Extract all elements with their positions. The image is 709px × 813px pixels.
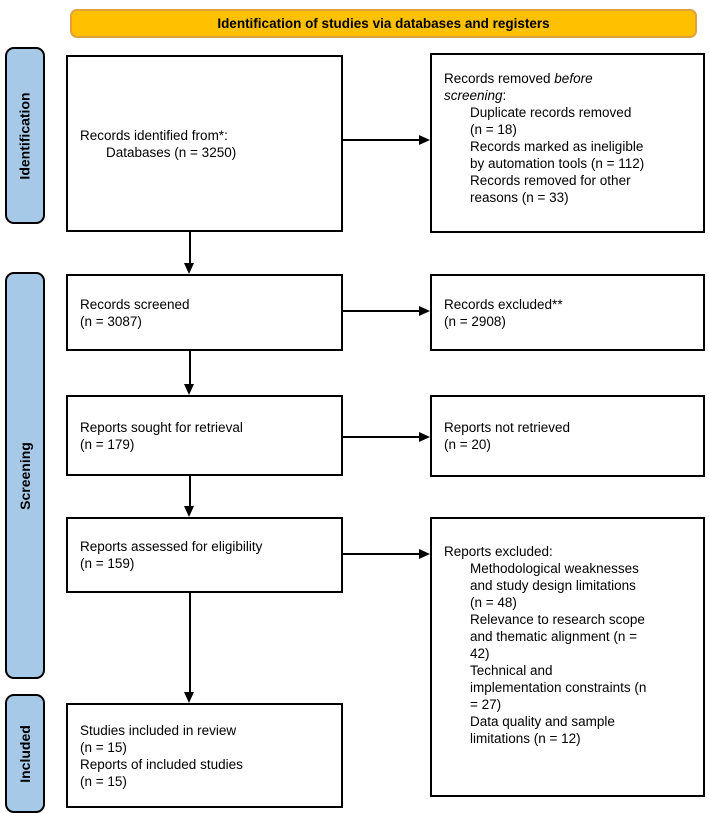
records-excluded-text: Records excluded** (n = 2908) xyxy=(444,296,563,329)
connector-identified-to-screened-line xyxy=(189,232,191,264)
connector-screened-to-sought-arrowhead-icon xyxy=(184,384,194,395)
records-identified-line2: Databases (n = 3250) xyxy=(106,144,237,160)
header-banner: Identification of studies via databases … xyxy=(70,9,697,38)
header-banner-title: Identification of studies via databases … xyxy=(217,16,550,31)
records-removed-heading: Records removed before screening: xyxy=(444,70,695,104)
records-removed-item-other: Records removed for other reasons (n = 3… xyxy=(470,173,631,205)
box-reports-assessed: Reports assessed for eligibility (n = 15… xyxy=(66,517,343,593)
connector-assessed-to-included-arrowhead-icon xyxy=(184,692,194,703)
records-removed-heading-suffix: : xyxy=(502,88,507,103)
stage-identification: Identification xyxy=(5,47,45,224)
records-identified-line1: Records identified from*: xyxy=(80,127,228,143)
connector-screened-to-excluded-arrowhead-icon xyxy=(419,306,430,316)
reports-excluded-heading: Reports excluded: xyxy=(444,544,553,559)
records-removed-item-duplicates: Duplicate records removed (n = 18) xyxy=(470,105,632,137)
connector-sought-to-notretrieved-line xyxy=(343,436,419,438)
stage-included-label: Included xyxy=(17,724,33,783)
connector-assessed-to-reportsexcluded-line xyxy=(343,553,419,555)
box-records-screened: Records screened (n = 3087) xyxy=(66,274,343,351)
reports-excluded-item-technical: Technical and implementation constraints… xyxy=(470,663,647,712)
reports-excluded-item-relevance: Relevance to research scope and thematic… xyxy=(470,612,645,661)
connector-identified-to-screened-arrowhead-icon xyxy=(184,263,194,274)
connector-identified-to-removed-arrowhead-icon xyxy=(419,135,430,145)
connector-sought-to-assessed-arrowhead-icon xyxy=(184,506,194,517)
reports-excluded-item-methodological: Methodological weaknesses and study desi… xyxy=(470,561,639,610)
stage-included: Included xyxy=(5,694,45,813)
box-reports-not-retrieved: Reports not retrieved (n = 20) xyxy=(430,395,705,477)
connector-assessed-to-included-line xyxy=(189,593,191,693)
reports-not-retrieved-text: Reports not retrieved (n = 20) xyxy=(444,420,571,452)
connector-sought-to-assessed-line xyxy=(189,476,191,507)
records-removed-heading-italic1: before xyxy=(554,71,593,86)
records-removed-item-automation: Records marked as ineligible by automati… xyxy=(470,139,645,171)
studies-included-text: Studies included in review (n = 15) Repo… xyxy=(80,722,243,789)
stage-screening: Screening xyxy=(5,272,45,679)
records-removed-heading-italic2: screening xyxy=(444,88,503,103)
box-records-identified: Records identified from*: Databases (n =… xyxy=(66,55,343,232)
records-screened-text: Records screened (n = 3087) xyxy=(80,296,190,329)
box-reports-sought: Reports sought for retrieval (n = 179) xyxy=(66,395,343,476)
stage-screening-label: Screening xyxy=(17,441,34,510)
connector-assessed-to-reportsexcluded-arrowhead-icon xyxy=(419,549,430,559)
stage-identification-label: Identification xyxy=(17,91,33,180)
box-records-excluded: Records excluded** (n = 2908) xyxy=(430,274,705,351)
reports-excluded-item-data-quality: Data quality and sample limitations (n =… xyxy=(470,714,615,746)
box-reports-excluded: Reports excluded: Methodological weaknes… xyxy=(430,517,705,797)
records-removed-heading-normal: Records removed xyxy=(444,71,555,86)
reports-assessed-text: Reports assessed for eligibility (n = 15… xyxy=(80,539,263,571)
connector-identified-to-removed-line xyxy=(343,139,419,141)
connector-screened-to-sought-line xyxy=(189,351,191,385)
connector-sought-to-notretrieved-arrowhead-icon xyxy=(419,432,430,442)
connector-screened-to-excluded-line xyxy=(343,310,419,312)
box-studies-included: Studies included in review (n = 15) Repo… xyxy=(66,703,343,808)
reports-sought-text: Reports sought for retrieval (n = 179) xyxy=(80,419,243,452)
box-records-removed: Records removed before screening: Duplic… xyxy=(430,53,705,233)
